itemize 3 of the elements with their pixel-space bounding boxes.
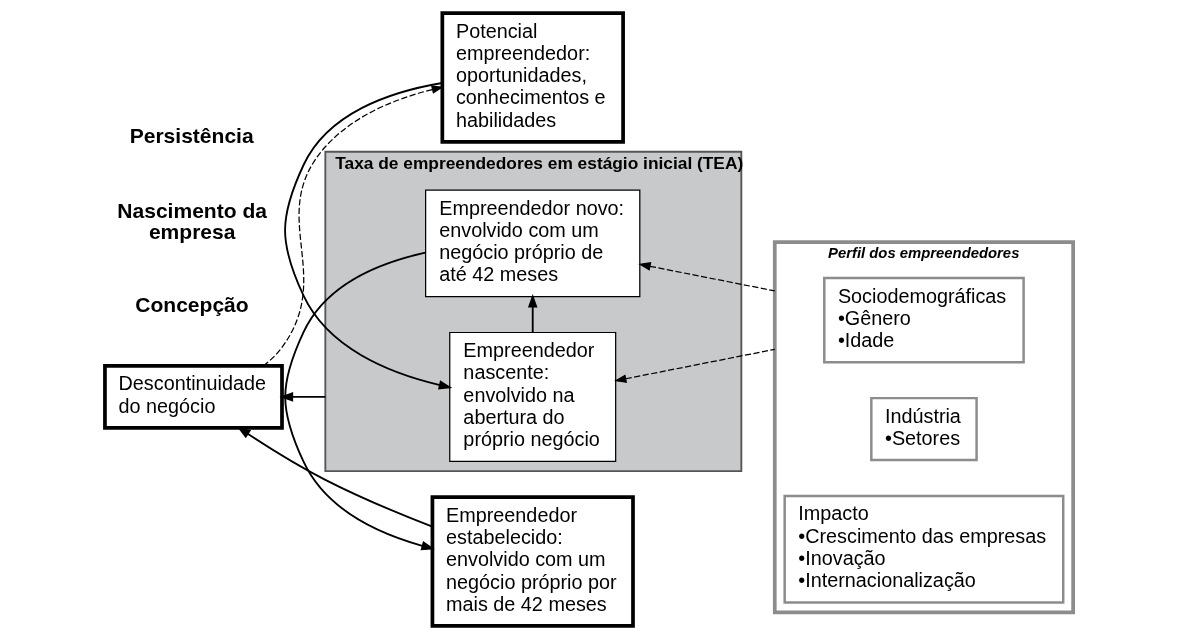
label: Persistência: [129, 124, 254, 148]
label: Nascimento da empresa: [117, 199, 267, 244]
label: Concepção: [135, 292, 249, 316]
